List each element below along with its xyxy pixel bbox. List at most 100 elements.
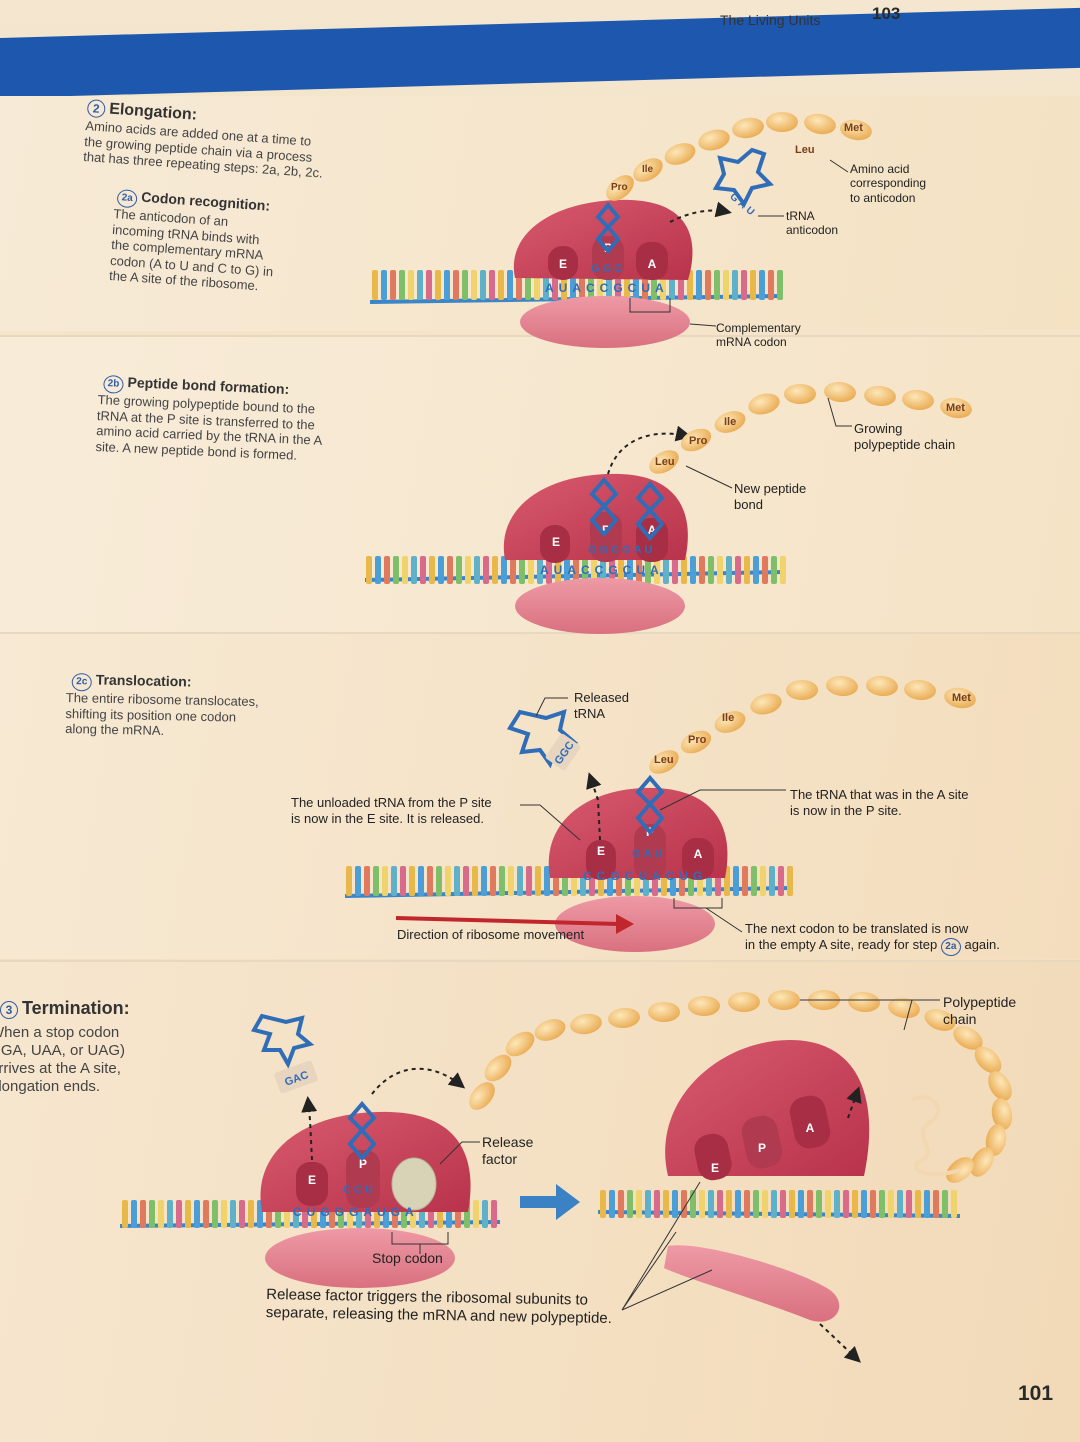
nucleotide xyxy=(537,556,543,584)
nucleotide xyxy=(447,556,453,584)
step-2c-body: The entire ribosome translocates, shifti… xyxy=(65,690,259,739)
nucleotide xyxy=(681,556,687,584)
label-stop-codon: Stop codon xyxy=(372,1250,443,1266)
nucleotide xyxy=(364,866,370,896)
diagram-termination: E P GAC E P A xyxy=(119,990,1013,1363)
nucleotide xyxy=(131,1200,137,1228)
nucleotide xyxy=(778,866,784,896)
nucleotide xyxy=(654,1190,660,1218)
nucleotide xyxy=(453,270,459,300)
nucleotide xyxy=(618,1190,624,1218)
nucleotide xyxy=(915,1190,921,1218)
termination-body: When a stop codon UGA, UAA, or UAG) arri… xyxy=(0,1024,126,1095)
amino-acid-bead xyxy=(904,679,936,701)
nucleotide xyxy=(517,866,523,896)
svg-text:E: E xyxy=(552,535,560,549)
anticodons-2b: GGCGAU xyxy=(588,544,656,556)
nucleotide xyxy=(735,556,741,584)
amino-acid-bead xyxy=(649,750,679,774)
nucleotide xyxy=(834,1190,840,1218)
nucleotide xyxy=(402,556,408,584)
svg-text:P: P xyxy=(359,1157,367,1171)
nucleotide xyxy=(906,1190,912,1218)
nucleotide xyxy=(355,866,361,896)
amino-acid-bead xyxy=(991,1098,1013,1130)
nucleotide xyxy=(654,556,660,584)
mrna-sequence-3: CUGGGAUGA xyxy=(293,1205,419,1219)
nucleotide xyxy=(555,556,561,584)
nucleotide xyxy=(391,866,397,896)
label-growing-chain: Growing polypeptide chain xyxy=(854,421,956,452)
nucleotide xyxy=(564,556,570,584)
amino-acid-bead xyxy=(505,1031,535,1057)
nucleotide xyxy=(699,1190,705,1218)
nucleotide xyxy=(663,1190,669,1218)
label-a-to-p: The tRNA that was in the A site is now i… xyxy=(790,787,969,818)
nucleotide xyxy=(861,1190,867,1218)
nucleotide xyxy=(140,1200,146,1228)
amino-acid-bead xyxy=(824,381,856,403)
label-polypeptide: Polypeptide chain xyxy=(943,994,1017,1027)
amino-acid-bead xyxy=(680,730,712,754)
nucleotide xyxy=(816,1190,822,1218)
nucleotide xyxy=(672,1190,678,1218)
amino-acid-bead xyxy=(608,1007,640,1029)
nucleotide xyxy=(149,1200,155,1228)
mrna-sequence-2c: CCGCUACUG xyxy=(583,869,708,883)
nucleotide xyxy=(481,866,487,896)
svg-text:E: E xyxy=(308,1173,316,1187)
nucleotide xyxy=(483,556,489,584)
nucleotide xyxy=(510,556,516,584)
nucleotide xyxy=(471,270,477,300)
nucleotide xyxy=(411,556,417,584)
label-unloaded-trna: The unloaded tRNA from the P site is now… xyxy=(291,795,492,826)
nucleotide xyxy=(418,866,424,896)
nucleotide xyxy=(769,866,775,896)
nucleotide xyxy=(375,556,381,584)
p-site-anticodon: GGC xyxy=(591,263,626,275)
nucleotide xyxy=(942,1190,948,1218)
step-3-badge: 3 xyxy=(0,1001,18,1019)
amino-acid-pro: Pro xyxy=(688,734,707,746)
diagram-2b: E P A xyxy=(364,381,972,634)
nucleotide xyxy=(714,270,720,300)
nucleotide xyxy=(663,556,669,584)
nucleotide xyxy=(435,270,441,300)
nucleotide xyxy=(248,1200,254,1228)
nucleotide xyxy=(573,556,579,584)
svg-text:P: P xyxy=(758,1141,766,1155)
nucleotide xyxy=(167,1200,173,1228)
amino-acid-ile: Ile xyxy=(722,712,735,724)
p-site-anticodon-2c: GAU xyxy=(632,848,666,860)
amino-acid-leu: Leu xyxy=(655,456,675,468)
nucleotide xyxy=(852,1190,858,1218)
nucleotide xyxy=(768,270,774,300)
nucleotide xyxy=(399,270,405,300)
amino-acid-bead xyxy=(784,384,816,404)
step-2c-title: Translocation: xyxy=(95,671,192,690)
amino-acid-bead xyxy=(606,175,634,201)
nucleotide xyxy=(787,866,793,896)
amino-acid-bead xyxy=(804,113,836,135)
label-complementary-codon: Complementary mRNA codon xyxy=(716,321,801,350)
nucleotide xyxy=(618,556,624,584)
nucleotide xyxy=(408,270,414,300)
nucleotide xyxy=(798,1190,804,1218)
amino-acid-ile: Ile xyxy=(724,416,737,428)
nucleotide xyxy=(690,1190,696,1218)
termination-title: Termination: xyxy=(22,998,130,1018)
svg-text:A: A xyxy=(806,1121,815,1135)
nucleotide xyxy=(825,1190,831,1218)
nucleotide xyxy=(741,270,747,300)
amino-acid-bead xyxy=(974,1046,1002,1074)
amino-acid-bead xyxy=(766,112,798,132)
mrna-sequence-2b: AUACCGCUA xyxy=(540,563,664,577)
nucleotide xyxy=(492,556,498,584)
nucleotide xyxy=(753,556,759,584)
page-number-bottom: 101 xyxy=(1018,1382,1054,1405)
amino-acid-ile: Ile xyxy=(642,164,654,175)
amino-acid-bead xyxy=(484,1054,512,1082)
nucleotide xyxy=(438,556,444,584)
